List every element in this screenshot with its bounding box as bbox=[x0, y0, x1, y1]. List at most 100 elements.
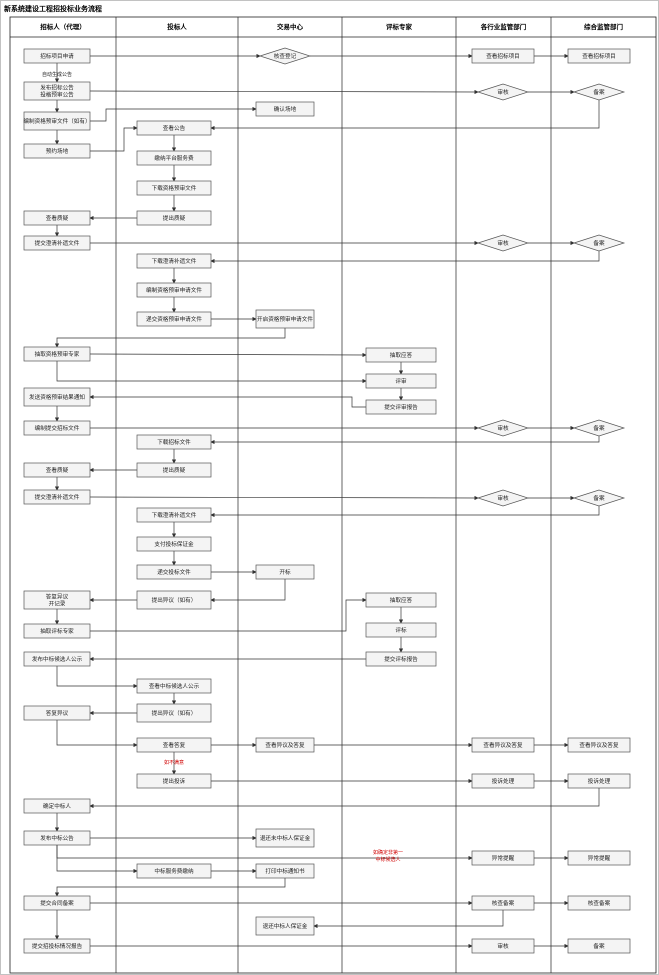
node-label: 开记录 bbox=[49, 600, 66, 608]
node-label: 提出异议（如有） bbox=[152, 709, 197, 717]
node-label: 提交评审报告 bbox=[384, 403, 418, 411]
node-label: 提交澄清补遗文件 bbox=[35, 239, 80, 247]
node-n54: 查看异议及答复 bbox=[567, 737, 631, 753]
node-n38: 支付投标保证金 bbox=[136, 536, 212, 552]
node-n57: 投诉处理 bbox=[567, 773, 631, 789]
node-n21: 递交资格预审申请文件 bbox=[136, 311, 212, 327]
node-label: 确定中标人 bbox=[43, 802, 71, 810]
node-label: 开启资格预审申请文件 bbox=[257, 315, 313, 323]
node-n12: 缴纳平台服务费 bbox=[136, 150, 212, 166]
node-label: 发布招标公告 bbox=[40, 84, 74, 92]
node-label: 查看公告 bbox=[163, 124, 186, 132]
diagram-title: 新系统建设工程招投标业务流程 bbox=[4, 4, 102, 13]
node-n19: 下载澄清补遗文件 bbox=[136, 253, 212, 269]
node-n47: 发布中标候选人公示 bbox=[23, 651, 91, 667]
lane-label-bidder: 投标人 bbox=[167, 22, 187, 31]
node-label: 投诉处理 bbox=[492, 777, 515, 785]
node-n61: 异常提醒 bbox=[471, 850, 535, 866]
node-label: 确认场地 bbox=[274, 105, 297, 113]
node-label: 答复异议 bbox=[46, 709, 69, 717]
node-label: 发布中标候选人公示 bbox=[32, 655, 83, 663]
lane-label-trading-center: 交易中心 bbox=[277, 22, 304, 31]
node-n55: 提出投诉 bbox=[136, 773, 212, 789]
node-label: 抽取资格预审专家 bbox=[35, 350, 80, 358]
note-abnormal: 如确定非第一 bbox=[373, 849, 403, 856]
node-label: 预约场地 bbox=[46, 147, 69, 155]
node-n24: 抽取应答 bbox=[365, 347, 437, 363]
node-n2: 核查登记 bbox=[258, 47, 312, 65]
node-n36: 备案 bbox=[572, 489, 626, 507]
note-auto-generate: 自动生成公告 bbox=[42, 71, 72, 78]
node-label: 投诉处理 bbox=[588, 777, 611, 785]
node-label: 退还中标人保证金 bbox=[263, 922, 308, 930]
node-n23: 抽取资格预审专家 bbox=[23, 346, 91, 362]
node-n13: 下载资格预审文件 bbox=[136, 180, 212, 196]
node-label: 查看质疑 bbox=[46, 466, 69, 474]
node-label: 审核 bbox=[497, 424, 509, 432]
node-n34: 提交澄清补遗文件 bbox=[23, 489, 91, 505]
node-label: 审核 bbox=[497, 494, 509, 502]
node-label: 核查备案 bbox=[492, 899, 515, 907]
node-n27: 发送资格预审结果通知 bbox=[23, 387, 91, 407]
node-n20: 编制资格预审申请文件 bbox=[136, 282, 212, 298]
node-label: 递交资格预审申请文件 bbox=[146, 315, 202, 323]
node-label: 投格预审公告 bbox=[40, 91, 74, 99]
node-n70: 审核 bbox=[471, 938, 535, 954]
node-label: 审核 bbox=[497, 942, 509, 950]
node-n68: 退还中标人保证金 bbox=[255, 916, 315, 936]
node-n32: 提出质疑 bbox=[136, 462, 212, 478]
node-label: 提出异议（如有） bbox=[152, 596, 197, 604]
node-n67: 核查备案 bbox=[567, 895, 631, 911]
node-label: 查看异议及答复 bbox=[579, 741, 619, 749]
node-n43: 抽取评标专家 bbox=[23, 623, 91, 639]
node-n53: 查看异议及答复 bbox=[471, 737, 535, 753]
node-n42: 提出异议（如有） bbox=[136, 590, 212, 610]
node-label: 查看答复 bbox=[163, 741, 186, 749]
node-n44: 抽取应答 bbox=[365, 592, 437, 608]
node-label: 支付投标保证金 bbox=[154, 540, 194, 548]
node-label: 发布中标公告 bbox=[40, 834, 74, 842]
node-n33: 查看质疑 bbox=[23, 462, 91, 478]
node-label: 备案 bbox=[593, 942, 605, 950]
node-n60: 退还未中标人保证金 bbox=[255, 828, 315, 848]
node-label: 备案 bbox=[593, 494, 605, 502]
node-n39: 递交投标文件 bbox=[136, 564, 212, 580]
node-n26: 提交评审报告 bbox=[365, 399, 437, 415]
node-n71: 备案 bbox=[567, 938, 631, 954]
node-label: 编制资格预审文件（如有） bbox=[23, 117, 90, 125]
node-label: 提交合同备案 bbox=[40, 899, 74, 907]
node-n62: 异常提醒 bbox=[567, 850, 631, 866]
node-n65: 提交合同备案 bbox=[23, 895, 91, 911]
node-n48: 查看中标候选人公示 bbox=[136, 678, 212, 694]
node-label: 提交招投标情况报告 bbox=[32, 942, 83, 950]
node-n11: 预约场地 bbox=[23, 143, 91, 159]
node-n49: 答复异议 bbox=[23, 705, 91, 721]
node-label: 核查登记 bbox=[274, 52, 297, 60]
node-label: 审核 bbox=[497, 239, 509, 247]
node-label: 查看质疑 bbox=[46, 214, 69, 222]
node-n1: 招标项目申请 bbox=[23, 48, 91, 64]
node-n31: 下载招标文件 bbox=[136, 434, 212, 450]
node-label: 审核 bbox=[497, 88, 509, 96]
node-label: 查看中标候选人公示 bbox=[149, 682, 200, 690]
node-label: 查看招标项目 bbox=[486, 52, 520, 60]
node-n56: 投诉处理 bbox=[471, 773, 535, 789]
node-label: 备案 bbox=[593, 424, 605, 432]
node-label: 核查备案 bbox=[588, 899, 611, 907]
lane-label-comprehensive-regulator: 综合监管部门 bbox=[584, 22, 624, 31]
node-n10: 查看公告 bbox=[136, 120, 212, 136]
node-n45: 评标 bbox=[365, 622, 437, 638]
node-n35: 审核 bbox=[476, 489, 530, 507]
lane-label-expert: 评标专家 bbox=[386, 22, 413, 31]
node-label: 查看异议及答复 bbox=[483, 741, 523, 749]
node-label: 查看异议及答复 bbox=[265, 741, 305, 749]
node-label: 下载资格预审文件 bbox=[152, 184, 197, 192]
node-label: 提出质疑 bbox=[163, 214, 186, 222]
node-label: 查看招标项目 bbox=[582, 52, 616, 60]
node-label: 备案 bbox=[593, 239, 605, 247]
node-label: 招标项目申请 bbox=[40, 52, 74, 60]
node-label: 提出投诉 bbox=[163, 777, 186, 785]
